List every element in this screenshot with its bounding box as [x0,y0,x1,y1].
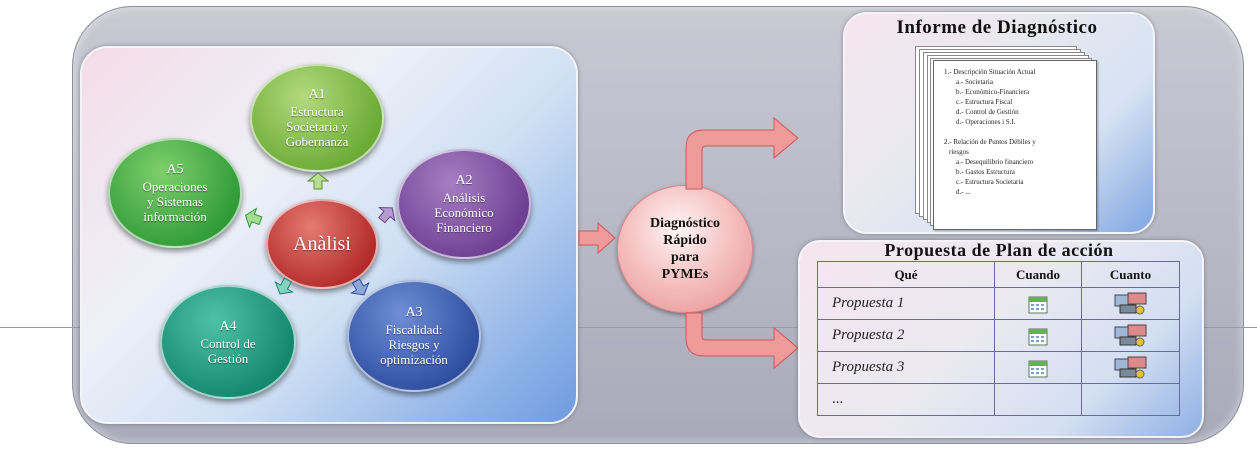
propuesta-cell: Propuesta 2 [817,319,995,352]
area-a1-line3: Gobernanza [285,134,349,149]
informe-item: d.- Control de Gestión [956,108,1019,116]
analysis-center-circle: Anàlisi [266,199,378,289]
area-a5-line2: y Sistemas [147,194,203,209]
arrow-down-left-icon [274,277,295,295]
informe-item: a.- Desequilibrio financiero [956,158,1034,166]
area-a2-line3: Financiero [436,220,492,235]
area-a1-code: A1 [308,87,326,102]
area-a2-line1: Análisis [442,190,486,205]
cuanto-cell [1081,351,1180,384]
money-icon [1114,292,1146,314]
area-a1-line2: Societaria y [286,119,348,134]
calendar-icon [1028,296,1048,313]
informe-title: Informe de Diagnóstico [896,17,1098,38]
diagnostico-line4: PYMEs [661,267,709,282]
table-row: ... [817,383,1180,416]
informe-section2-line2: riesgos [949,148,969,156]
diagnostico-line3: para [671,250,699,265]
informe-item: c.- Estructura Societaria [956,178,1024,186]
area-a1-circle: A1 Estructura Societaria y Gobernanza [250,64,384,172]
area-a5-line3: información [143,209,207,224]
propuesta-cell: ... [817,383,995,416]
area-a3-line3: optimización [380,352,448,367]
informe-section2-line1: 2.- Relación de Puntos Débiles y [944,138,1036,146]
arrow-to-diagnostico-icon [578,222,616,254]
informe-section1: 1.- Descripción Situación Actual [944,68,1036,76]
area-a4-line2: Gestión [207,350,249,366]
arrow-to-informe-icon [685,116,799,190]
informe-item: b.- Gastos Estructura [956,168,1015,176]
horizontal-divider [0,327,1257,328]
arrow-to-plan-icon [685,312,799,370]
area-a2-circle: A2 Análisis Económico Financiero [397,149,531,259]
area-a1-line1: Estructura [290,104,344,119]
area-a4-line1: Control de [200,335,256,351]
informe-item: a.- Societaria [956,78,993,86]
area-a3-circle: A3 Fiscalidad: Riesgos y optimización [347,280,481,392]
area-a2-line2: Económico [434,205,494,220]
area-a3-code: A3 [405,305,423,320]
arrow-right-up-icon [377,207,396,224]
informe-item: c.- Estructura Fiscal [956,98,1013,106]
area-a2-code: A2 [455,173,473,188]
area-a3-line2: Riesgos y [388,337,440,352]
diagnostico-line2: Rápido [663,233,707,248]
arrow-down-right-icon [349,278,370,296]
informe-document: 1.- Descripción Situación Actual a.- Soc… [933,60,1097,230]
informe-item: d.- Operaciones i S.I. [956,118,1016,126]
informe-item: d.- ... [956,188,971,196]
analysis-center-label: Anàlisi [293,232,351,255]
plan-header-row: Qué Cuando Cuanto [817,261,1180,288]
table-row: Propuesta 2 [817,319,1180,352]
informe-item: b.- Económico-Financiera [956,88,1030,96]
area-a4-code: A4 [219,318,237,334]
table-row: Propuesta 3 [817,351,1180,384]
propuesta-cell: Propuesta 3 [817,351,995,384]
cuando-cell [994,319,1082,352]
table-row: Propuesta 1 [817,287,1180,320]
plan-table: Qué Cuando Cuanto Propuesta 1 Propuesta … [817,261,1180,416]
money-icon [1114,356,1146,378]
cuanto-cell [1081,287,1180,320]
diagnostico-line1: Diagnóstico [650,216,720,231]
arrow-up-icon [307,172,329,190]
header-que: Qué [817,261,995,288]
header-cuando: Cuando [994,261,1082,288]
area-a5-code: A5 [166,162,184,177]
money-icon [1114,324,1146,346]
propuesta-cell: Propuesta 1 [817,287,995,320]
area-a5-circle: A5 Operaciones y Sistemas información [108,138,242,248]
area-a5-line1: Operaciones [142,179,208,194]
area-a4-circle: A4 Control de Gestión [160,285,296,399]
calendar-icon [1028,328,1048,345]
arrow-left-icon [244,207,263,229]
plan-title: Propuesta de Plan de acción [884,240,1114,260]
cuando-cell [994,287,1082,320]
header-cuanto: Cuanto [1081,261,1180,288]
cuanto-cell [1081,319,1180,352]
cuando-cell [994,351,1082,384]
area-a3-line1: Fiscalidad: [385,322,443,337]
cuanto-cell [1081,383,1180,416]
diagnostico-circle: Diagnóstico Rápido para PYMEs [617,185,753,313]
cuando-cell [994,383,1082,416]
calendar-icon [1028,360,1048,377]
